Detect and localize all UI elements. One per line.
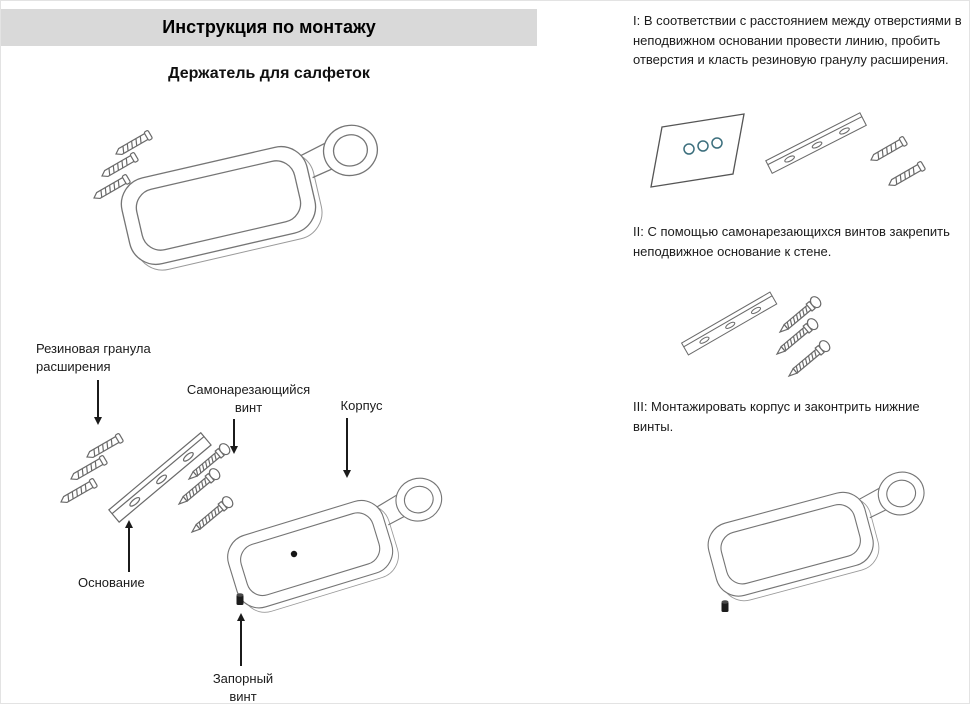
screw-icon [775, 294, 824, 338]
exploded-parts-drawing [57, 432, 460, 620]
label-body: Корпус [340, 398, 383, 413]
header-bar: Инструкция по монтажу [1, 9, 537, 46]
holder-body-icon [114, 119, 395, 278]
screw-icon [187, 494, 236, 538]
holder-body-icon [701, 466, 941, 608]
wall-anchor-icon [867, 135, 909, 165]
label-locking-screw: Запорный винт [212, 671, 274, 704]
arrow-up-icon [236, 613, 245, 666]
wall-anchor-icon [885, 160, 927, 190]
assembled-holder-drawing [90, 119, 395, 278]
exploded-view: Резиновая гранула расширения Самонарезаю… [26, 336, 471, 704]
drill-mark-icon [711, 137, 723, 149]
product-subtitle: Держатель для салфеток [168, 65, 370, 82]
step-2-drawing [681, 291, 833, 382]
set-screw-icon [721, 600, 729, 612]
label-rubber-granule: Резиновая гранула расширения [36, 341, 151, 374]
label-base: Основание [78, 575, 145, 590]
drill-mark-icon [697, 140, 709, 152]
wall-anchor-icon [57, 477, 99, 507]
arrow-down-icon [229, 419, 238, 454]
drill-mark-icon [683, 143, 695, 155]
holder-body-icon [220, 472, 460, 620]
page-title: Инструкция по монтажу [162, 17, 376, 37]
label-self-tapping-screw: Самонарезающийся винт [186, 382, 311, 415]
arrow-down-icon [93, 380, 102, 425]
set-screw-hole [290, 550, 298, 558]
step-3-drawing [701, 466, 941, 612]
arrow-up-icon [124, 520, 133, 572]
base-bracket-icon [108, 432, 212, 523]
wall-anchor-icon [98, 151, 140, 181]
drill-template-icon [650, 113, 745, 188]
step-2-text: II: С помощью самонарезающихся винтов за… [633, 224, 950, 259]
step-1-text: I: В соответствии с расстоянием между от… [633, 13, 962, 67]
set-screw-icon [236, 593, 244, 605]
base-bracket-icon [681, 291, 778, 356]
wall-anchor-icon [67, 454, 109, 484]
step-1-drawing [650, 112, 927, 190]
step-3-text: III: Монтажировать корпус и законтрить н… [633, 399, 920, 434]
arrow-down-icon [342, 418, 351, 478]
base-bracket-icon [765, 112, 867, 174]
